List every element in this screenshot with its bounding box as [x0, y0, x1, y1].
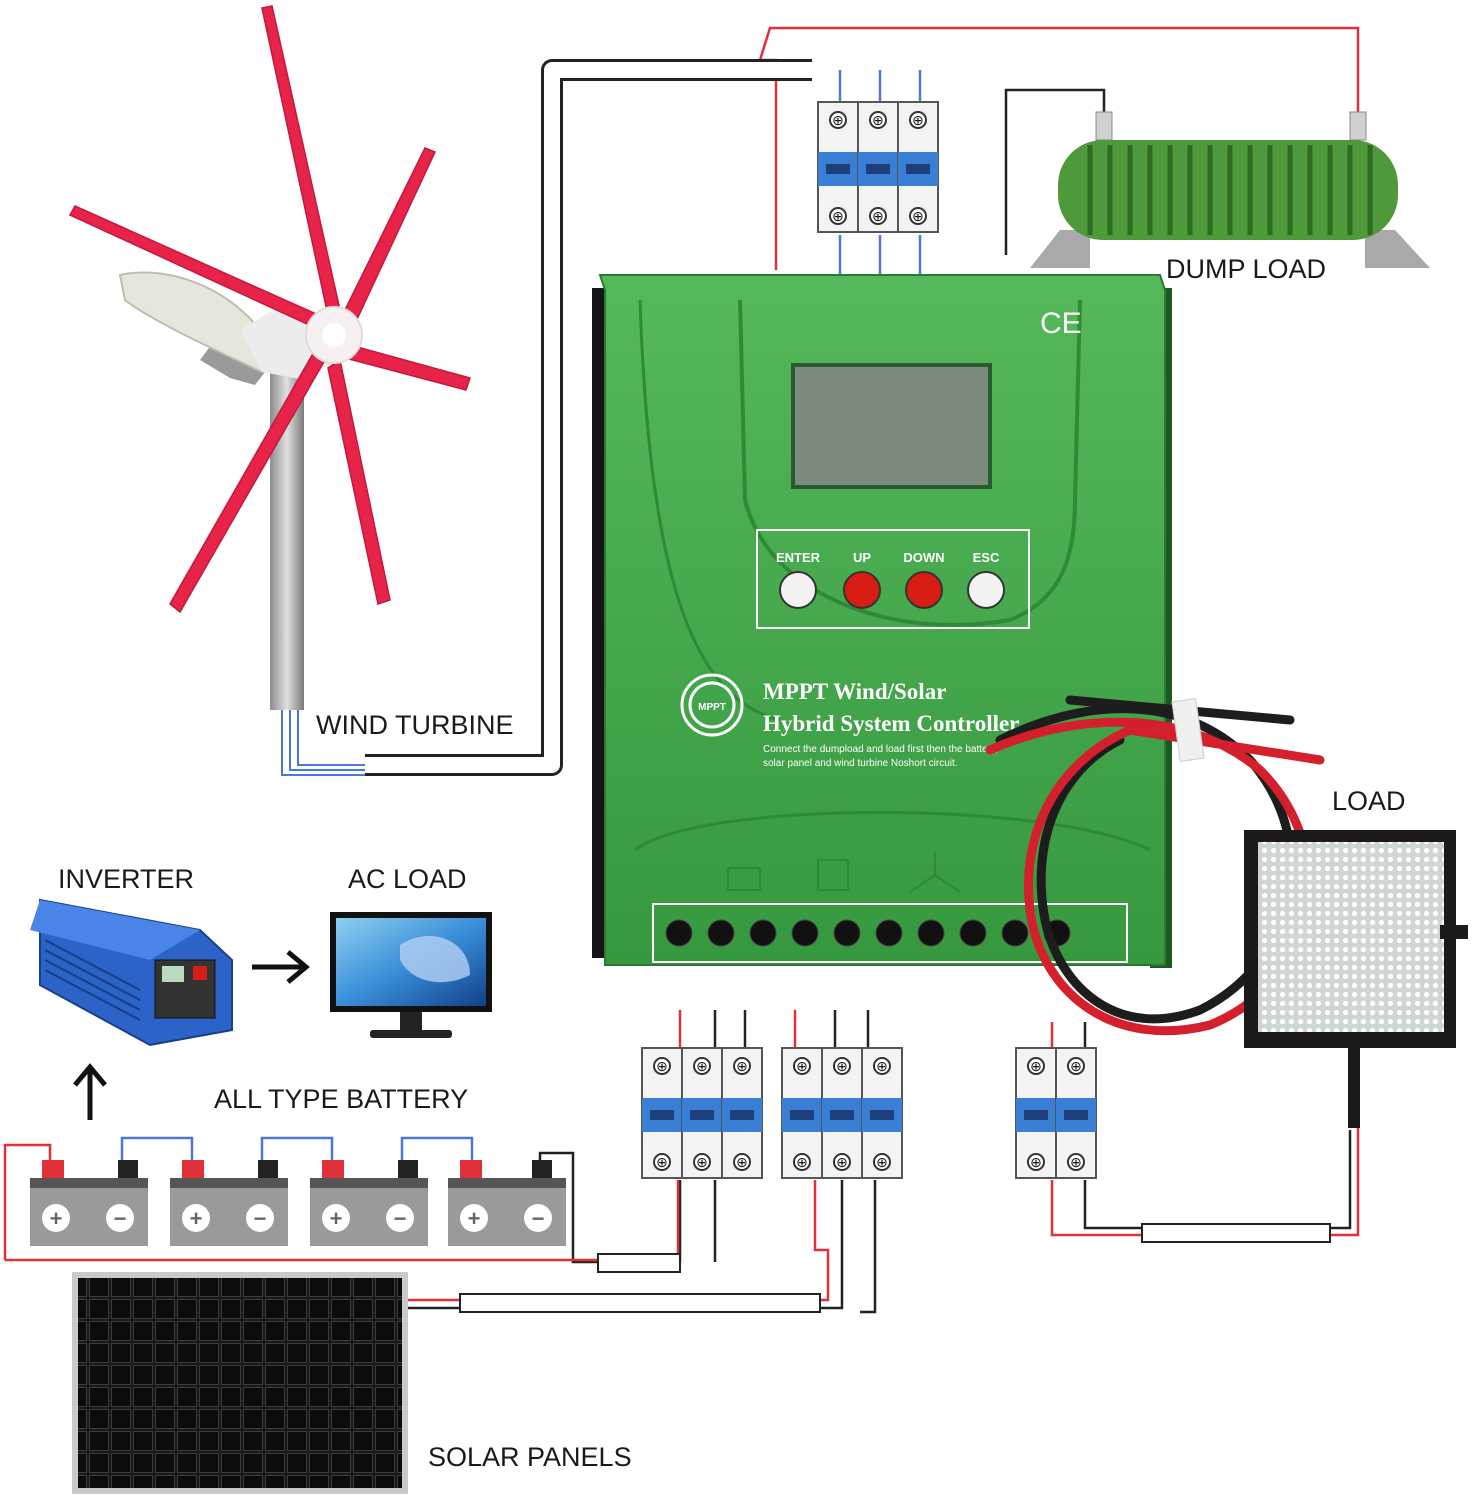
solar-panel-icon [72, 1272, 408, 1494]
lcd-display [791, 363, 992, 489]
controller-title-line2: Hybrid System Controller [763, 711, 1019, 736]
arrow-up-icon [73, 1063, 107, 1120]
solar-panels-label: SOLAR PANELS [428, 1442, 632, 1472]
down-button-label: DOWN [903, 550, 944, 565]
cable-coil-icon [985, 695, 1325, 1036]
load-cable-tube [1141, 1223, 1331, 1243]
battery-plus-icon: + [468, 1206, 481, 1231]
battery-label: ALL TYPE BATTERY [214, 1084, 468, 1114]
enter-button[interactable] [779, 571, 817, 609]
inverter-icon [30, 898, 233, 1047]
arrow-right-icon [252, 950, 310, 984]
brand-logo-text: MPPT [698, 702, 726, 713]
controller-note-line1: Connect the dumpload and load first then… [763, 744, 998, 755]
ce-mark: CE [1040, 307, 1082, 340]
battery-cable-tube [597, 1253, 681, 1273]
controller-title-line1: MPPT Wind/Solar [763, 679, 946, 704]
up-button[interactable] [843, 571, 881, 609]
esc-button-label: ESC [973, 550, 1000, 565]
battery-minus-icon: − [114, 1206, 127, 1231]
up-button-label: UP [853, 550, 871, 565]
down-button[interactable] [905, 571, 943, 609]
battery-plus-icon: + [190, 1206, 203, 1231]
enter-button-label: ENTER [776, 550, 821, 565]
battery-bank: + − + − + − + − [30, 1160, 566, 1246]
terminal-block [652, 903, 1128, 963]
battery-unit: + − [170, 1160, 288, 1246]
controller-note-line2: solar panel and wind turbine Noshort cir… [763, 758, 958, 769]
wiring [3, 26, 1360, 1314]
battery-unit: + − [448, 1160, 566, 1246]
battery-minus-icon: − [394, 1206, 407, 1231]
terminal-icons [727, 852, 961, 893]
inverter-label: INVERTER [58, 864, 194, 894]
solar-cable-tube [459, 1293, 821, 1313]
led-floodlight-icon [1244, 830, 1468, 1128]
button-panel [756, 529, 1030, 629]
battery-unit: + − [310, 1160, 428, 1246]
ac-load-monitor-icon [330, 912, 492, 1038]
dump-load-label: DUMP LOAD [1166, 254, 1326, 284]
esc-button[interactable] [967, 571, 1005, 609]
breaker-top [817, 101, 939, 233]
wind-turbine-icon [68, 5, 471, 710]
breaker-solar [781, 1047, 903, 1179]
battery-plus-icon: + [330, 1206, 343, 1231]
dump-load-resistor-icon [1030, 111, 1430, 268]
breaker-load [1015, 1047, 1097, 1179]
brand-logo-icon [680, 673, 744, 737]
battery-unit: + − [30, 1160, 148, 1246]
wind-turbine-label: WIND TURBINE [316, 710, 514, 740]
ac-load-label: AC LOAD [348, 864, 467, 894]
battery-minus-icon: − [532, 1206, 545, 1231]
battery-minus-icon: − [254, 1206, 267, 1231]
battery-plus-icon: + [50, 1206, 63, 1231]
breaker-battery [641, 1047, 763, 1179]
load-label: LOAD [1332, 786, 1406, 816]
controller: CE ENTER UP DOWN ESC MPPT MPPT Wind/Sola… [592, 274, 1172, 968]
